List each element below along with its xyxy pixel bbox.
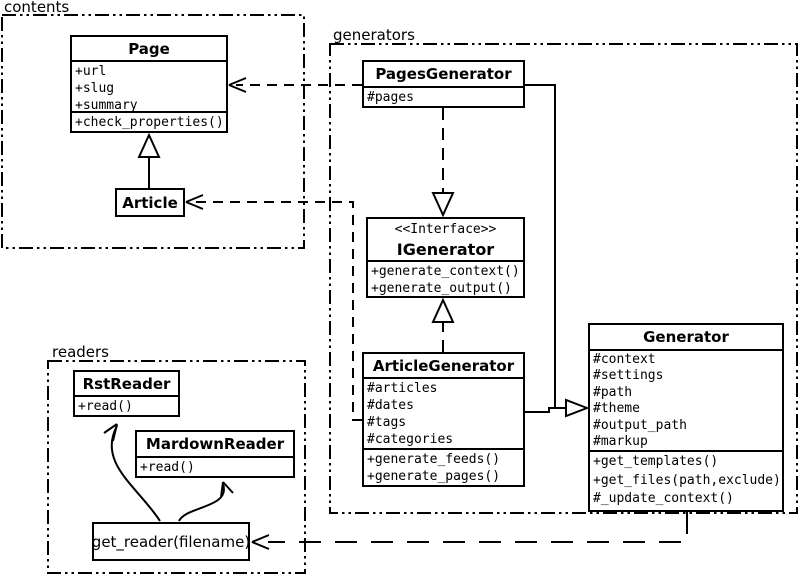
class-header-igenerator: <<Interface>> IGenerator xyxy=(368,219,523,262)
class-box-rstreader: RstReader +read() xyxy=(73,370,180,417)
class-title-rstreader: RstReader xyxy=(75,372,178,397)
package-frame-contents xyxy=(1,14,305,249)
attribute-row: #path xyxy=(593,384,633,400)
curved-arrow-getreader-to-rstreader xyxy=(103,423,161,522)
attribute-row: #pages xyxy=(367,90,414,105)
class-title-igenerator: IGenerator xyxy=(396,240,495,259)
class-methods-igenerator: +generate_context() +generate_output() xyxy=(368,262,523,297)
method-row: +generate_feeds() xyxy=(367,452,501,467)
class-methods-generator: +get_templates() +get_files(path,exclude… xyxy=(590,452,782,510)
attribute-row: +slug xyxy=(75,81,115,96)
attribute-row: #theme xyxy=(593,401,640,417)
attribute-row: #dates xyxy=(367,398,414,413)
realization-arrow-articlegenerator-to-igenerator xyxy=(431,297,455,352)
class-attributes-articlegenerator: #articles #dates #tags #categories xyxy=(364,379,523,450)
class-title-article: Article xyxy=(122,193,178,212)
attribute-row: #categories xyxy=(367,432,454,447)
dependency-arrow-articlegenerator-to-article xyxy=(185,194,362,421)
class-attributes-generator: #context #settings #path #theme #output_… xyxy=(590,351,782,452)
method-row: +check_properties() xyxy=(75,115,224,130)
class-box-markdownreader: MardownReader +read() xyxy=(135,430,295,478)
attribute-row: +url xyxy=(75,64,107,79)
class-box-igenerator: <<Interface>> IGenerator +generate_conte… xyxy=(366,217,525,298)
class-attributes-page: +url +slug +summary xyxy=(72,62,226,113)
attribute-row: #output_path xyxy=(593,417,687,433)
function-box-get-reader: get_reader(filename) xyxy=(92,522,250,561)
curved-arrow-getreader-to-markdownreader xyxy=(178,481,234,522)
class-methods-rstreader: +read() xyxy=(75,397,178,415)
attribute-row: #settings xyxy=(593,368,664,384)
class-title-markdownreader: MardownReader xyxy=(137,432,293,458)
package-label-generators: generators xyxy=(333,26,415,44)
attribute-row: #articles xyxy=(367,381,438,396)
method-row: +read() xyxy=(140,460,195,475)
class-methods-articlegenerator: +generate_feeds() +generate_pages() xyxy=(364,450,523,485)
class-attributes-pagesgenerator: #pages xyxy=(364,88,523,106)
dependency-arrow-generator-to-getreader xyxy=(251,512,688,550)
attribute-row: #tags xyxy=(367,415,407,430)
package-frame-readers xyxy=(47,360,306,574)
package-label-contents: contents xyxy=(4,0,70,16)
class-title-page: Page xyxy=(72,37,226,62)
class-box-pagesgenerator: PagesGenerator #pages xyxy=(362,60,525,108)
class-box-page: Page +url +slug +summary +check_properti… xyxy=(70,35,228,133)
class-box-article: Article xyxy=(115,188,185,217)
method-row: +generate_pages() xyxy=(367,469,501,484)
method-row: +read() xyxy=(78,399,133,414)
realization-arrow-pagesgenerator-to-igenerator xyxy=(431,108,455,218)
method-row: +get_files(path,exclude) xyxy=(593,472,781,488)
class-methods-page: +check_properties() xyxy=(72,113,226,131)
class-box-articlegenerator: ArticleGenerator #articles #dates #tags … xyxy=(362,352,525,487)
class-box-generator: Generator #context #settings #path #them… xyxy=(588,323,784,512)
inheritance-arrow-generators-to-generator xyxy=(525,84,590,418)
class-title-generator: Generator xyxy=(590,325,782,351)
package-label-readers: readers xyxy=(52,343,109,361)
method-row: +get_templates() xyxy=(593,454,719,469)
class-title-articlegenerator: ArticleGenerator xyxy=(364,354,523,379)
attribute-row: +summary xyxy=(75,98,138,113)
attribute-row: #markup xyxy=(593,434,648,450)
class-methods-markdownreader: +read() xyxy=(137,458,293,476)
class-stereotype-igenerator: <<Interface>> xyxy=(394,222,497,237)
method-row: #_update_context() xyxy=(593,491,734,506)
package-frame-generators xyxy=(329,43,798,514)
method-row: +generate_context() xyxy=(371,264,520,279)
attribute-row: #context xyxy=(593,352,656,367)
inheritance-arrow-article-to-page xyxy=(137,132,161,188)
class-title-pagesgenerator: PagesGenerator xyxy=(364,62,523,88)
method-row: +generate_output() xyxy=(371,281,512,296)
dependency-arrow-pagesgenerator-to-page xyxy=(228,77,362,93)
